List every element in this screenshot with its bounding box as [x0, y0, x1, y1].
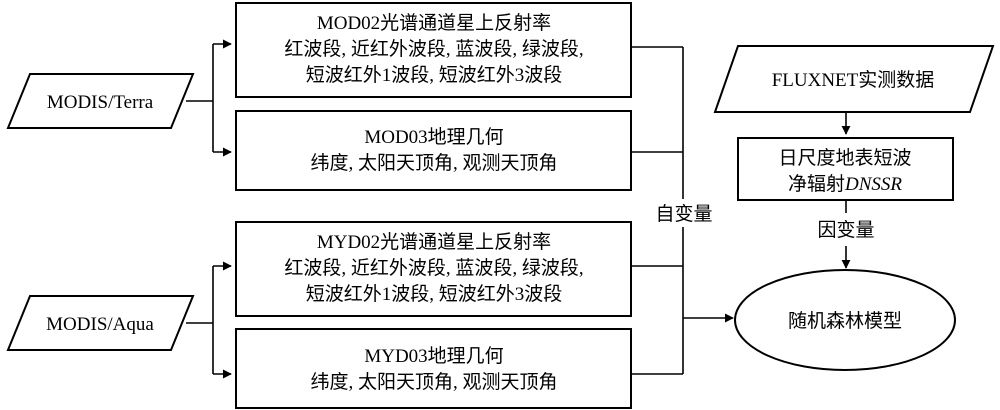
mod02-rect [235, 2, 632, 98]
myd03-rect [235, 328, 632, 409]
mod03-params: 纬度, 太阳天顶角, 观测天顶角 [310, 152, 557, 174]
fluxnet-label: FLUXNET实测数据 [772, 69, 935, 91]
independent-variable-label: 自变量 [655, 203, 712, 225]
independent-label-bg [646, 199, 722, 227]
box-mod03: MOD03地理几何 纬度, 太阳天顶角, 观测天顶角 [235, 110, 632, 191]
myd03-params: 纬度, 太阳天顶角, 观测天顶角 [310, 371, 557, 393]
mod02-bands-line1: 红波段, 近红外波段, 蓝波段, 绿波段, [284, 38, 583, 60]
box-myd02: MYD02光谱通道星上反射率 红波段, 近红外波段, 蓝波段, 绿波段, 短波红… [235, 221, 632, 317]
dnssr-rect [737, 137, 954, 201]
dnssr-label-prefix: 净辐射 [788, 173, 845, 195]
mod03-title: MOD03地理几何 [364, 126, 503, 148]
dnssr-label-abbr: DNSSR [844, 174, 902, 195]
myd02-bands-line1: 红波段, 近红外波段, 蓝波段, 绿波段, [284, 257, 583, 279]
source-terra: MODIS/Terra [6, 73, 195, 129]
box-dnssr: 日尺度地表短波 净辐射DNSSR [737, 137, 954, 201]
box-mod02: MOD02光谱通道星上反射率 红波段, 近红外波段, 蓝波段, 绿波段, 短波红… [235, 2, 632, 98]
terra-label: MODIS/Terra [47, 92, 154, 113]
model-label: 随机森林模型 [788, 310, 902, 332]
terra-parallelogram [6, 73, 195, 129]
dnssr-label: 净辐射DNSSR [788, 173, 902, 195]
mod03-rect [235, 110, 632, 191]
fluxnet-parallelogram [713, 45, 995, 113]
dependent-variable-label: 因变量 [817, 219, 874, 241]
aqua-label: MODIS/Aqua [46, 314, 154, 335]
myd02-bands-line2: 短波红外1波段, 短波红外3波段 [306, 283, 563, 305]
mod02-title: MOD02光谱通道星上反射率 [317, 12, 551, 34]
dnssr-title: 日尺度地表短波 [778, 147, 911, 169]
source-fluxnet: FLUXNET实测数据 [713, 45, 995, 113]
mod02-bands-line2: 短波红外1波段, 短波红外3波段 [306, 64, 563, 86]
source-aqua: MODIS/Aqua [6, 295, 195, 351]
myd02-title: MYD02光谱通道星上反射率 [317, 231, 551, 253]
myd02-rect [235, 221, 632, 317]
model-node: 随机森林模型 [734, 269, 956, 371]
box-myd03: MYD03地理几何 纬度, 太阳天顶角, 观测天顶角 [235, 328, 632, 409]
myd03-title: MYD03地理几何 [364, 345, 503, 367]
model-ellipse [734, 269, 956, 371]
aqua-parallelogram [6, 295, 195, 351]
